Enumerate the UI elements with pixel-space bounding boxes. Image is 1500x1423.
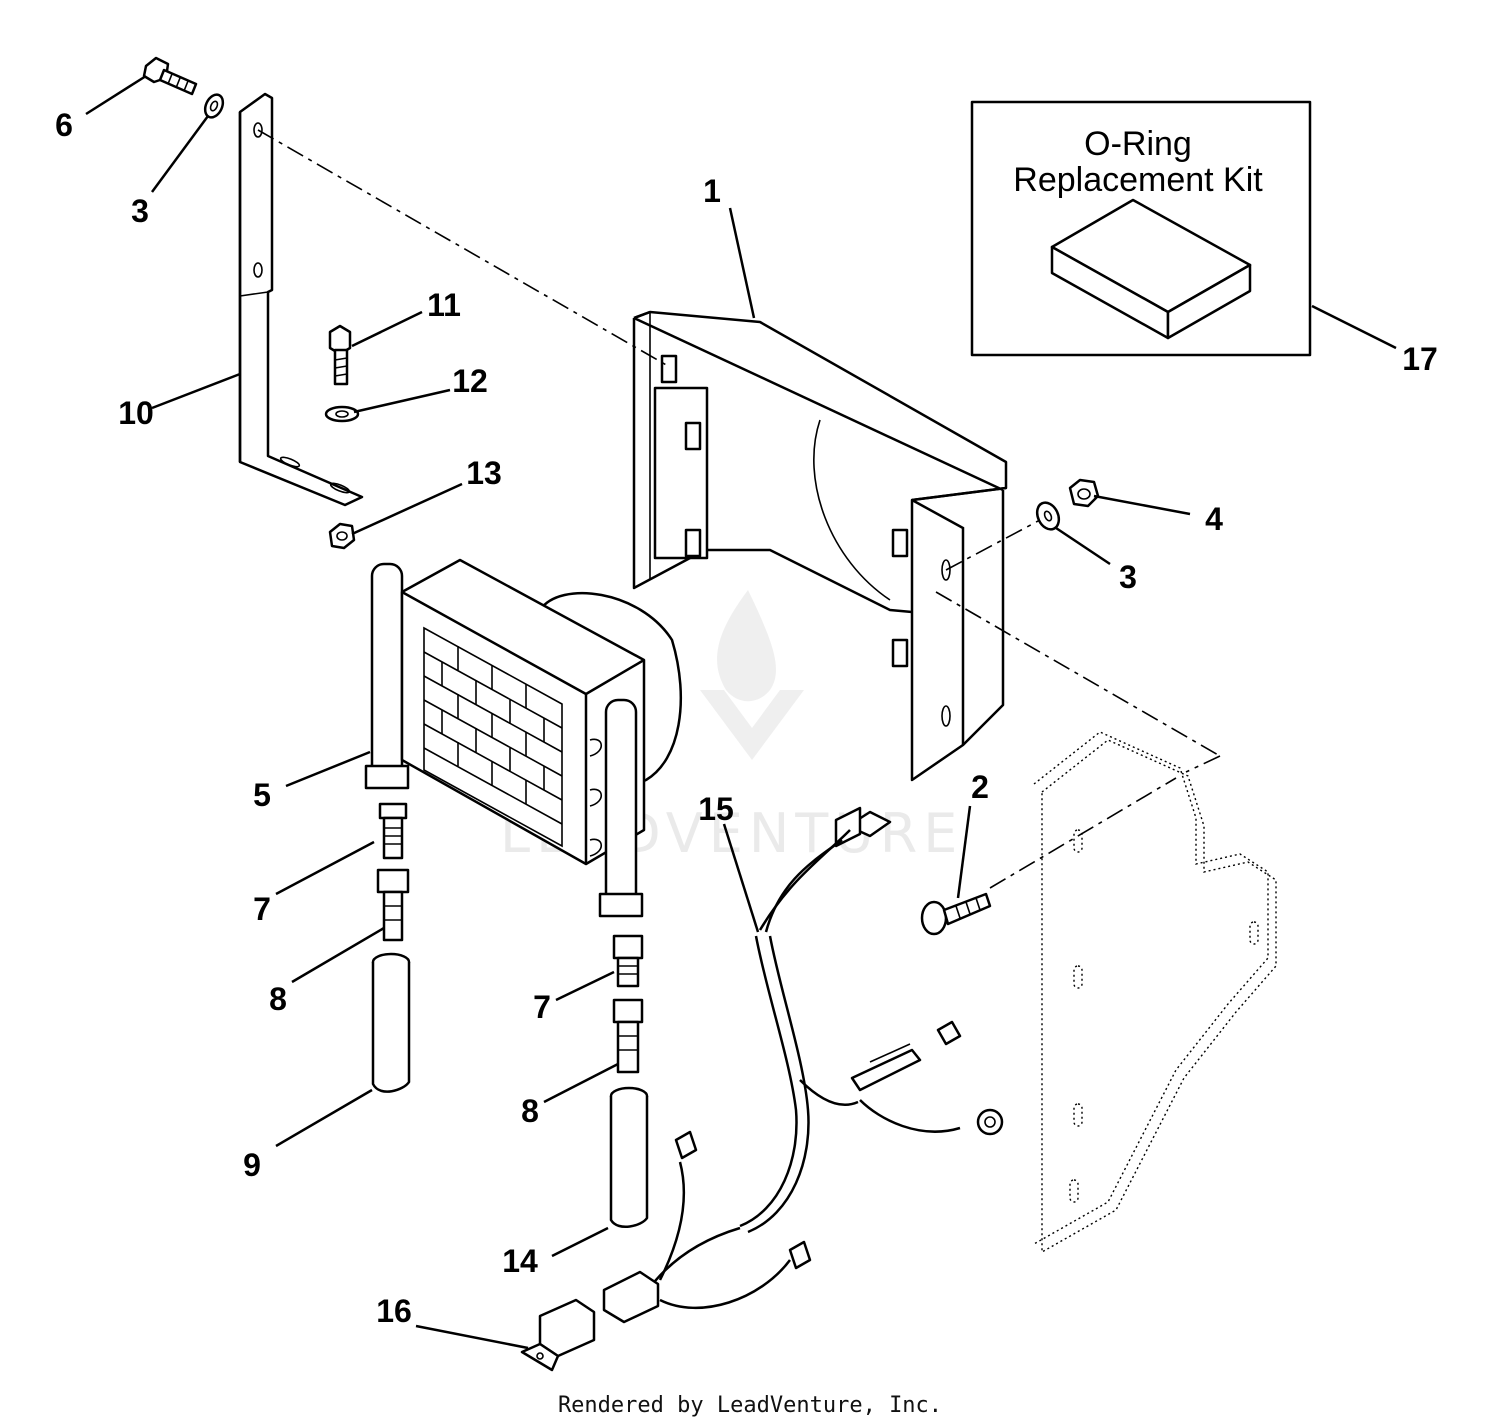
carriage-bolt-2 [920, 892, 992, 936]
callout-9: 9 [243, 1147, 261, 1183]
callout-4: 4 [1205, 501, 1223, 537]
callout-17: 17 [1402, 341, 1438, 377]
relay-socket [602, 1270, 660, 1324]
assembly-guide-lines [257, 129, 1221, 889]
callout-5: 5 [253, 777, 271, 813]
callout-1: 1 [703, 173, 721, 209]
side-panel [1033, 731, 1277, 1254]
fitting-7-left [378, 802, 408, 860]
core-grille [423, 626, 563, 848]
leader-lines [85, 74, 1397, 1350]
callout-13: 13 [466, 455, 502, 491]
footer-credit: Rendered by LeadVenture, Inc. [558, 1393, 942, 1418]
washer-3-left [203, 93, 225, 119]
bolt-11 [328, 324, 352, 386]
heater-core [364, 558, 683, 918]
kit-title-line2: Replacement Kit [1013, 161, 1263, 199]
mounting-bracket [238, 92, 364, 507]
right-tube [604, 698, 638, 910]
callout-16: 16 [376, 1293, 412, 1329]
nut-4 [1068, 478, 1100, 508]
hose-9 [371, 952, 411, 1093]
o-ring-kit-box: O-Ring Replacement Kit [970, 100, 1312, 357]
callout-7-left: 7 [253, 891, 271, 927]
callout-15: 15 [698, 791, 734, 827]
heater-shroud [632, 310, 1008, 782]
ring-terminal [976, 1108, 1004, 1136]
fuse [936, 1020, 962, 1046]
kit-box-side [1166, 263, 1252, 340]
callout-11: 11 [427, 287, 461, 323]
callouts: 1 2 3 3 4 5 6 7 7 8 8 9 10 11 12 13 14 1… [55, 107, 1438, 1329]
fitting-8-left [376, 868, 410, 942]
left-tube [370, 562, 404, 786]
bolt-6 [142, 56, 198, 96]
relay-16 [520, 1298, 596, 1372]
callout-6: 6 [55, 107, 73, 143]
fuse-holder [850, 1048, 922, 1092]
callout-3-right: 3 [1119, 559, 1137, 595]
wiring-harness [602, 806, 1004, 1324]
callout-8-right: 8 [521, 1093, 539, 1129]
callout-10: 10 [118, 395, 154, 431]
callout-12: 12 [452, 363, 488, 399]
callout-7-right: 7 [533, 989, 551, 1025]
callout-14: 14 [502, 1243, 538, 1279]
callout-3-left: 3 [131, 193, 149, 229]
kit-title-line1: O-Ring [1084, 125, 1192, 163]
hose-14 [609, 1086, 649, 1228]
washer-12 [324, 405, 360, 423]
fitting-8-right [612, 998, 644, 1074]
washer-3-right [1035, 501, 1061, 531]
fitting-7-right [612, 934, 644, 988]
nut-13 [328, 522, 356, 550]
callout-8-left: 8 [269, 981, 287, 1017]
callout-2: 2 [971, 769, 989, 805]
